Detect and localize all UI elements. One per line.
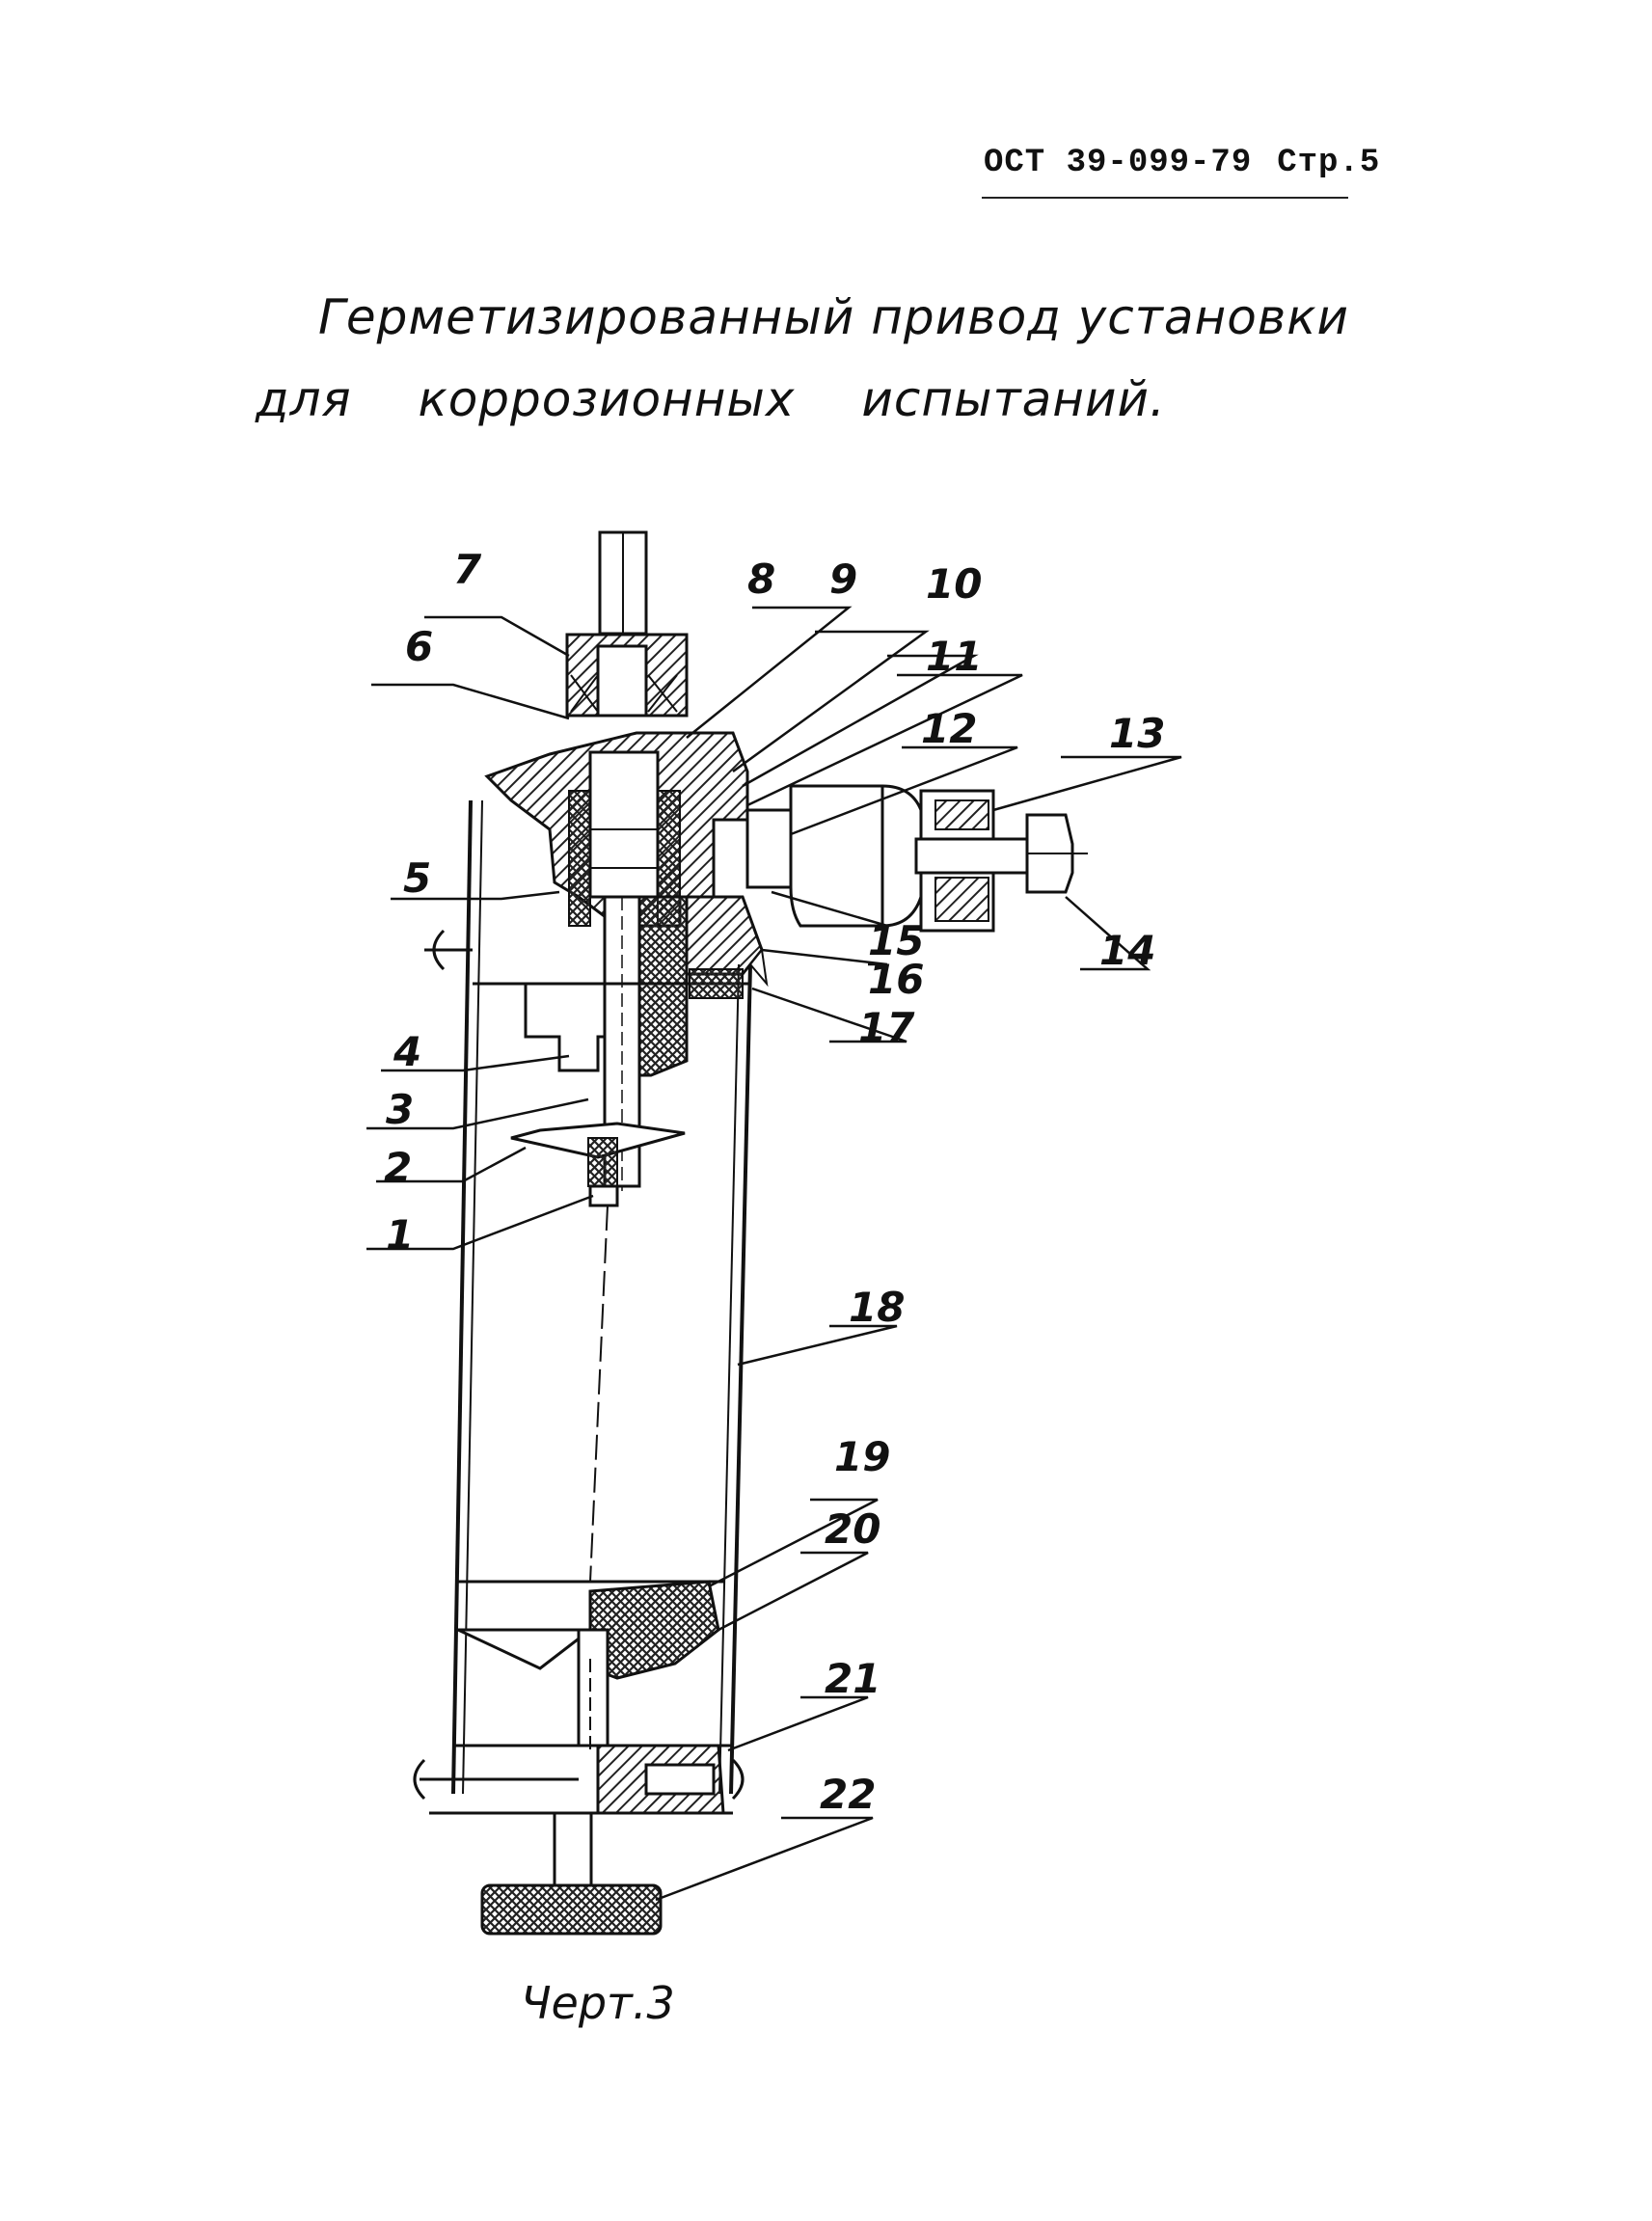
callout-17: 17 (858, 1004, 915, 1051)
callout-22: 22 (820, 1771, 876, 1818)
callout-4: 4 (393, 1028, 421, 1075)
callout-5: 5 (403, 854, 431, 902)
callout-21: 21 (825, 1655, 880, 1702)
header-underline (982, 197, 1348, 199)
cylinder-body-part-18 (424, 799, 769, 1795)
callout-12: 12 (921, 705, 977, 752)
stirrer-blade (510, 1122, 686, 1207)
callout-14: 14 (1099, 927, 1155, 974)
callout-leader-lines (366, 606, 1182, 1902)
top-cap-housing (484, 731, 749, 928)
callout-1: 1 (386, 1211, 414, 1259)
callout-numbers: 1 2 3 4 5 6 7 8 9 10 11 12 13 14 15 16 1… (384, 546, 1165, 1818)
top-nut-part-7 (565, 633, 689, 718)
callout-18: 18 (849, 1284, 905, 1331)
callout-19: 19 (834, 1433, 890, 1480)
bottom-flange-part-21 (413, 1744, 745, 1815)
bottom-knob-part-22 (480, 1811, 663, 1936)
side-drive-unit (745, 784, 1088, 933)
callout-9: 9 (829, 555, 857, 603)
figure-caption: Черт.3 (521, 1977, 675, 2029)
callout-6: 6 (405, 623, 433, 670)
callout-15: 15 (868, 917, 924, 964)
page-number: Стр.5 (1277, 145, 1381, 181)
lower-funnel-parts-19-20 (457, 1580, 725, 1755)
callout-13: 13 (1109, 710, 1165, 757)
callout-10: 10 (926, 560, 982, 608)
callout-3: 3 (386, 1086, 414, 1133)
figure-title-line-2: для коррозионных испытаний. (256, 371, 1166, 427)
callout-8: 8 (747, 555, 775, 603)
callout-20: 20 (825, 1505, 880, 1553)
page-header: ОСТ 39-099-79 Стр.5 (984, 145, 1380, 181)
callout-16: 16 (868, 956, 924, 1003)
standard-code: ОСТ 39-099-79 (984, 145, 1253, 181)
axis-centerline (589, 1205, 609, 1583)
figure-title-line-1: Герметизированный привод установки (318, 289, 1349, 345)
callout-2: 2 (384, 1144, 412, 1191)
top-inlet-pipe (598, 530, 648, 636)
shaft-bush (637, 895, 764, 1077)
callout-7: 7 (453, 546, 482, 593)
callout-11: 11 (926, 633, 982, 680)
bracket-part-4 (524, 984, 605, 1072)
